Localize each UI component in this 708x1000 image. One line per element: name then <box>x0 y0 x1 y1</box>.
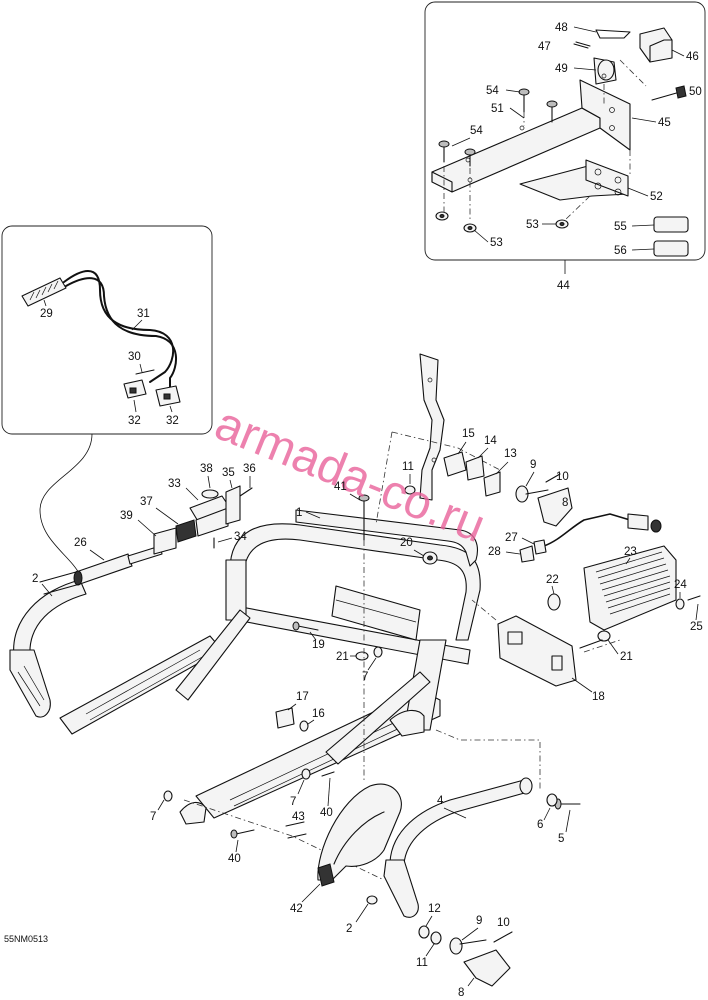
callout-7-left: 7 <box>150 811 156 823</box>
callout-15: 15 <box>462 428 475 440</box>
callout-38: 38 <box>200 463 213 475</box>
callout-33: 33 <box>168 478 181 490</box>
callout-47: 47 <box>538 41 551 53</box>
vertical-bracket <box>375 353 501 525</box>
callout-labels: 48 47 46 49 50 54 51 45 54 52 53 53 55 5… <box>4 22 703 999</box>
callout-16: 16 <box>312 708 325 720</box>
callout-54-top: 54 <box>486 85 499 97</box>
callout-9-bottom: 9 <box>476 915 482 927</box>
callout-42: 42 <box>290 903 303 915</box>
callout-53-right: 53 <box>526 219 539 231</box>
callout-11-bottom: 11 <box>416 957 428 969</box>
callout-5: 5 <box>558 833 564 845</box>
callout-21-right: 21 <box>620 651 633 663</box>
callout-35: 35 <box>222 467 235 479</box>
callout-7-right: 7 <box>290 796 296 808</box>
callout-20: 20 <box>400 537 413 549</box>
callout-48: 48 <box>555 22 568 34</box>
callout-4: 4 <box>437 795 444 807</box>
callout-32-left: 32 <box>128 415 141 427</box>
callout-46: 46 <box>686 51 699 63</box>
callout-31: 31 <box>137 308 150 320</box>
callout-34: 34 <box>234 531 247 543</box>
switch-assembly <box>153 485 253 555</box>
callout-55: 55 <box>614 221 627 233</box>
callout-8-bottom: 8 <box>458 987 464 999</box>
callout-22: 22 <box>546 574 559 586</box>
callout-17: 17 <box>296 691 309 703</box>
callout-25: 25 <box>690 621 703 633</box>
callout-52: 52 <box>650 191 663 203</box>
callout-49: 49 <box>555 63 568 75</box>
callout-44: 44 <box>557 280 570 292</box>
handle-assembly <box>9 545 163 718</box>
callout-30: 30 <box>128 351 141 363</box>
callout-7-center: 7 <box>362 671 368 683</box>
callout-29: 29 <box>40 308 53 320</box>
callout-13: 13 <box>504 448 517 460</box>
callout-18: 18 <box>592 691 605 703</box>
callout-43: 43 <box>292 811 305 823</box>
callout-1: 1 <box>296 507 302 519</box>
callout-2-bottom: 2 <box>346 923 352 935</box>
callout-26: 26 <box>74 537 87 549</box>
callout-50: 50 <box>689 86 702 98</box>
callout-19: 19 <box>312 639 325 651</box>
callout-37: 37 <box>140 496 153 508</box>
callout-9-top: 9 <box>530 459 536 471</box>
part-56-box <box>653 240 689 257</box>
side-tube <box>383 777 533 918</box>
callout-21-center: 21 <box>336 651 349 663</box>
callout-23: 23 <box>624 546 637 558</box>
wiring-harness-inset <box>1 225 213 576</box>
callout-36: 36 <box>243 463 256 475</box>
callout-40-right: 40 <box>320 807 333 819</box>
callout-12: 12 <box>428 903 441 915</box>
drawing-code: 55NM0513 <box>4 934 48 944</box>
callout-14: 14 <box>484 435 497 447</box>
callout-32-right: 32 <box>166 415 179 427</box>
callout-2-left: 2 <box>32 573 38 585</box>
callout-39: 39 <box>120 510 133 522</box>
callout-54-mid: 54 <box>470 125 483 137</box>
guard-42 <box>317 783 402 887</box>
callout-56: 56 <box>614 245 627 257</box>
callout-27: 27 <box>505 532 518 544</box>
license-bracket-inset <box>424 1 706 274</box>
main-frame <box>59 509 481 825</box>
callout-28: 28 <box>488 546 501 558</box>
callout-40-left: 40 <box>228 853 241 865</box>
callout-6: 6 <box>537 819 543 831</box>
callout-24: 24 <box>674 579 687 591</box>
callout-53-left: 53 <box>490 237 503 249</box>
callout-41: 41 <box>334 481 347 493</box>
part-55-box <box>653 216 689 233</box>
callout-10-bottom: 10 <box>497 917 510 929</box>
callout-11-top: 11 <box>402 461 414 473</box>
callout-10-top: 10 <box>556 471 569 483</box>
callout-51: 51 <box>491 103 504 115</box>
fasteners <box>163 494 581 987</box>
tail-light-group <box>404 451 701 687</box>
callout-45: 45 <box>658 117 671 129</box>
callout-8-top: 8 <box>562 497 568 509</box>
